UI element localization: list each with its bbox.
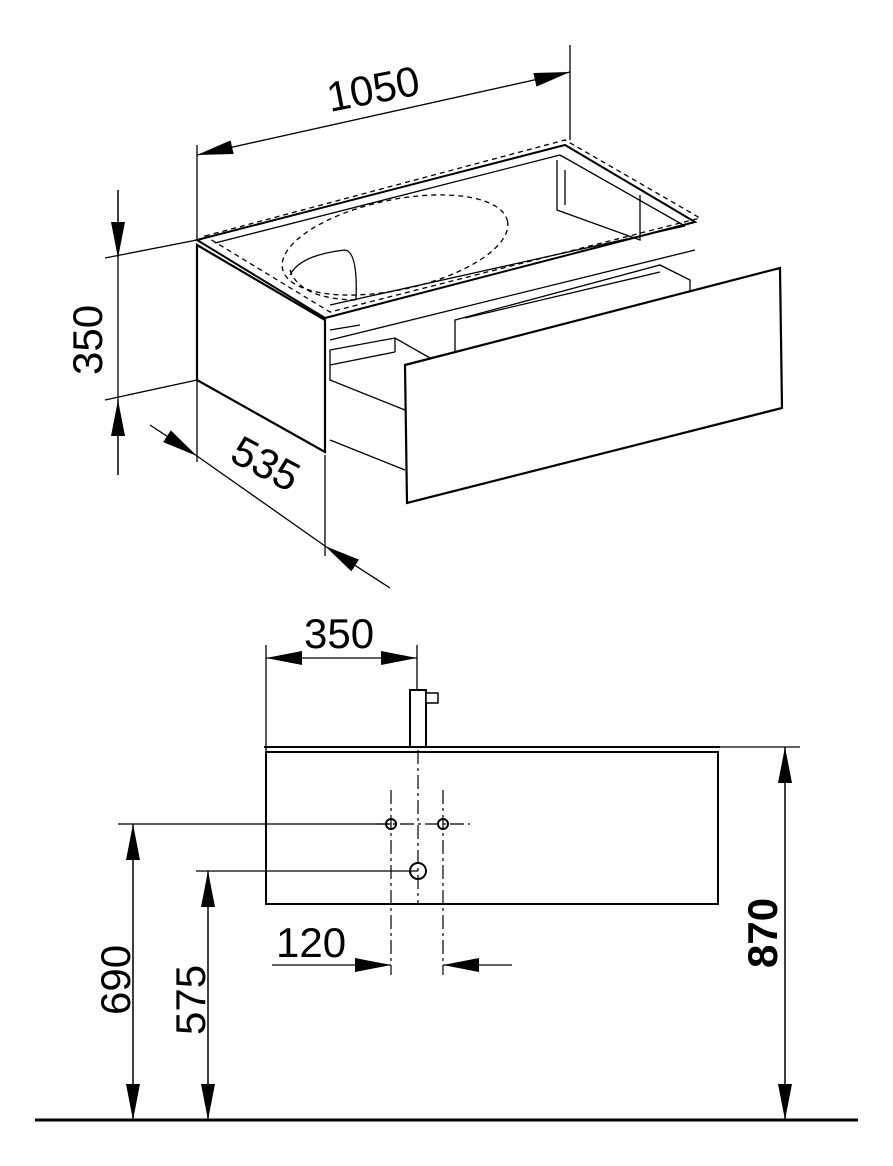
cabinet-top bbox=[194, 143, 698, 320]
dim-height-690: 690 bbox=[92, 945, 139, 1015]
dim-tap-offset-350: 350 bbox=[304, 610, 374, 657]
dim-height-575: 575 bbox=[167, 965, 214, 1035]
faucet-icon bbox=[409, 689, 439, 748]
isometric-view: 1050 350 535 bbox=[64, 45, 784, 589]
hole-right bbox=[437, 818, 449, 830]
dim-hole-spacing-120: 120 bbox=[276, 919, 346, 966]
basin-outline bbox=[281, 194, 509, 296]
dim-depth-535: 535 bbox=[224, 426, 308, 500]
dim-height-350: 350 bbox=[64, 305, 111, 375]
cabinet-side bbox=[195, 243, 327, 454]
front-view: 350 120 690 575 870 bbox=[35, 610, 858, 1122]
drawer-front bbox=[403, 266, 784, 505]
cabinet-front bbox=[265, 751, 719, 905]
dim-width-1050: 1050 bbox=[323, 57, 424, 121]
dim-total-height-870: 870 bbox=[739, 898, 786, 968]
